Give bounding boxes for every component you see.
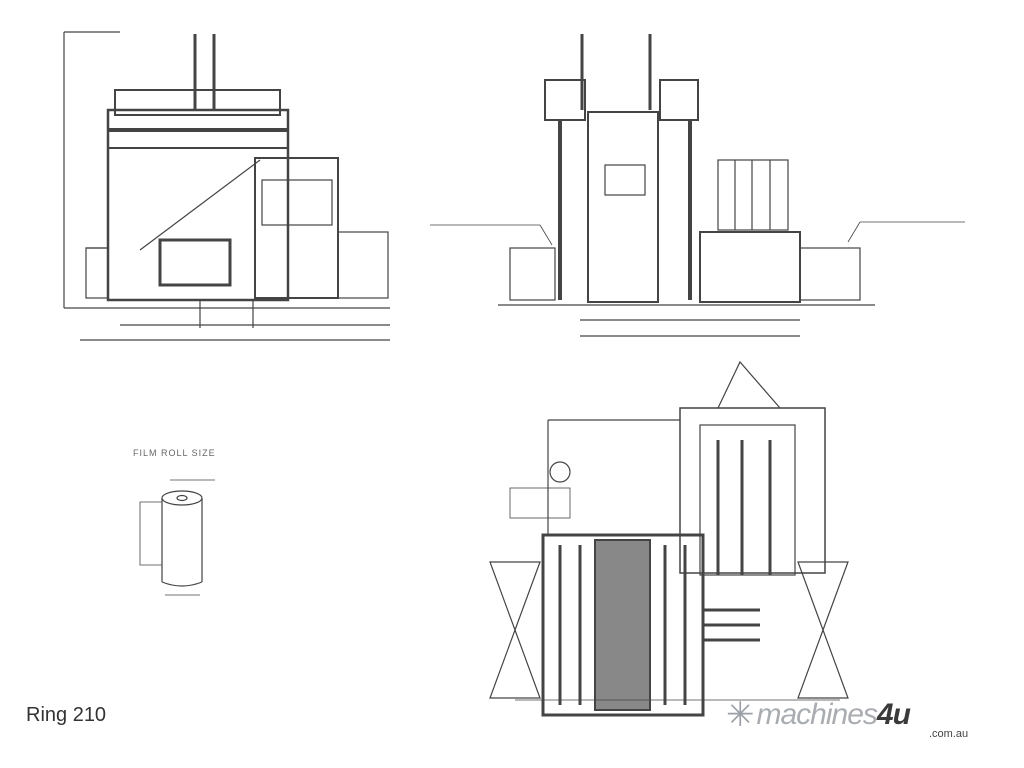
logo-main-text: machines bbox=[756, 698, 878, 731]
plan-view bbox=[489, 360, 849, 717]
snowflake-logo-icon: ✳ bbox=[726, 696, 755, 734]
logo-wordmark: machines4u bbox=[756, 698, 911, 731]
logo-accent-text: 4u bbox=[876, 698, 911, 731]
film-roll-size-label: FILM ROLL SIZE bbox=[133, 448, 216, 458]
film-roll-detail bbox=[139, 479, 215, 596]
machines4u-logo: ✳ machines4u .com.au bbox=[726, 696, 968, 740]
drawing-title: Ring 210 bbox=[26, 704, 107, 726]
logo-domain: .com.au bbox=[929, 728, 969, 740]
side-elevation-view bbox=[430, 34, 965, 337]
front-elevation-view bbox=[63, 31, 390, 341]
